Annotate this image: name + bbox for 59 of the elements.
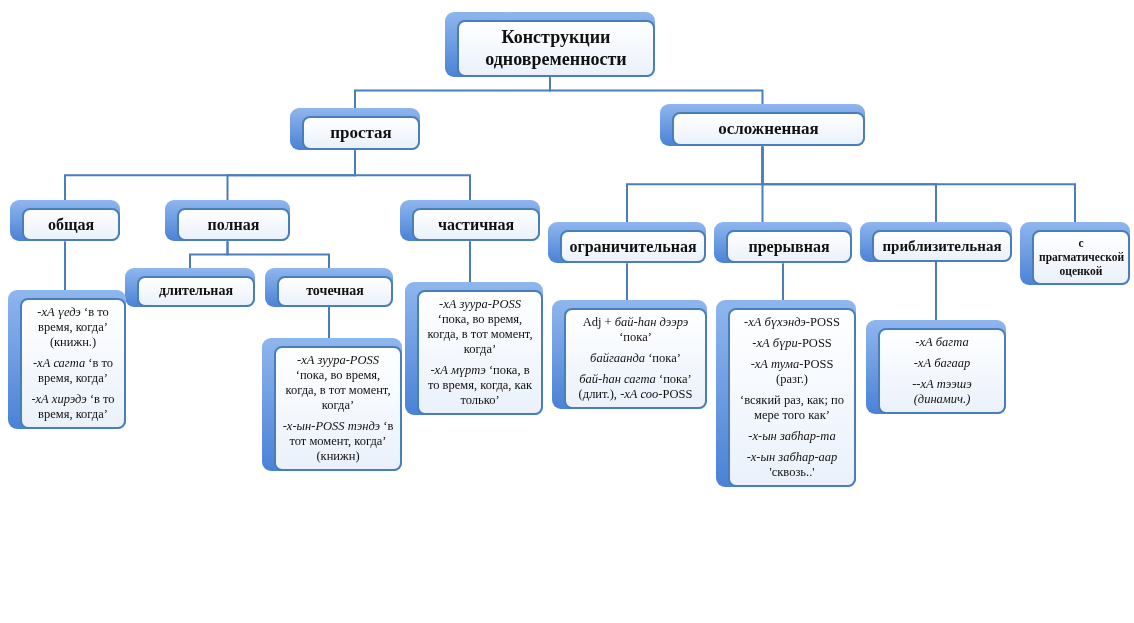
connector-line [226, 240, 330, 269]
category-label: точечная [305, 283, 365, 300]
example-box [552, 300, 707, 409]
category-label: полная [206, 215, 261, 235]
connector-line [354, 149, 471, 201]
category-box [548, 222, 706, 264]
connector-line [935, 261, 937, 321]
example-text: -хА сагта ‘в то время, когда’ [31, 356, 115, 386]
example-text: -хА зуура-POSS ‘пока, во время, когда, в тот момент, когда’ [426, 297, 534, 357]
category-box [265, 268, 393, 307]
example-box [262, 338, 402, 471]
example-text: -хА багаар [912, 356, 972, 371]
category-label: с прагматической оценкой [1039, 237, 1123, 279]
example-text: Adj + бай-һан дээрэ ‘пока’ [581, 315, 690, 345]
category-label: Конструкции одновременности [484, 27, 628, 71]
category-label: ограничительная [568, 237, 698, 257]
example-text: -хА багта [914, 335, 970, 350]
category-box [660, 104, 865, 147]
example-text: -хА бүри-POSS [751, 336, 833, 351]
category-box [290, 108, 420, 151]
connector-line [626, 262, 628, 301]
category-label: осложненная [717, 119, 820, 140]
category-label: прерывная [747, 237, 831, 257]
example-text: -хА мүртэ ‘пока, в то время, когда, как только’ [426, 363, 534, 408]
category-box [714, 222, 852, 264]
connector-line [549, 76, 764, 105]
category-box [125, 268, 255, 307]
connector-line [761, 145, 1076, 223]
example-box [405, 282, 543, 415]
example-box [8, 290, 126, 429]
category-label: приблизительная [881, 237, 1003, 255]
connector-line [469, 240, 471, 283]
category-label: длительная [158, 283, 234, 300]
example-text: --хА тээшэ (динамич.) [911, 377, 973, 407]
example-text: -хА тума-POSS (разг.) [749, 357, 835, 387]
example-text: бай-һан сагта ‘пока’ (длит.), -хА соо-POSS [577, 372, 694, 402]
category-box [860, 222, 1012, 262]
category-box [445, 12, 655, 78]
example-text: байгаанда ‘пока’ [589, 351, 682, 366]
category-box [1020, 222, 1130, 286]
example-text: -хА үедэ ‘в то время, когда’ (книжн.) [36, 305, 110, 350]
category-box [10, 200, 120, 242]
category-label: частичная [436, 215, 516, 235]
connector-line [328, 305, 330, 339]
example-text: -х-ын-POSS тэндэ ‘в тот момент, когда’ (книжн) [281, 419, 395, 464]
example-text: ‘всякий раз, как; по мере того как’ [739, 393, 845, 423]
connector-line [64, 240, 66, 291]
example-text: -хА хирэдэ ‘в то время, когда’ [30, 392, 116, 422]
category-box [165, 200, 290, 242]
example-box [866, 320, 1006, 414]
category-box [400, 200, 540, 242]
example-text: -хА зуура-POSS ‘пока, во время, когда, в тот момент, когда’ [284, 353, 392, 413]
category-label: простая [329, 123, 393, 144]
example-text: -х-ын забһар-аар 'сквозь..' [745, 450, 839, 480]
category-label: общая [46, 215, 96, 235]
example-text: -х-ын забһар-та [747, 429, 837, 444]
example-box [716, 300, 856, 487]
example-text: -хА бүхэндэ-POSS [743, 315, 841, 330]
connector-line [782, 262, 784, 301]
